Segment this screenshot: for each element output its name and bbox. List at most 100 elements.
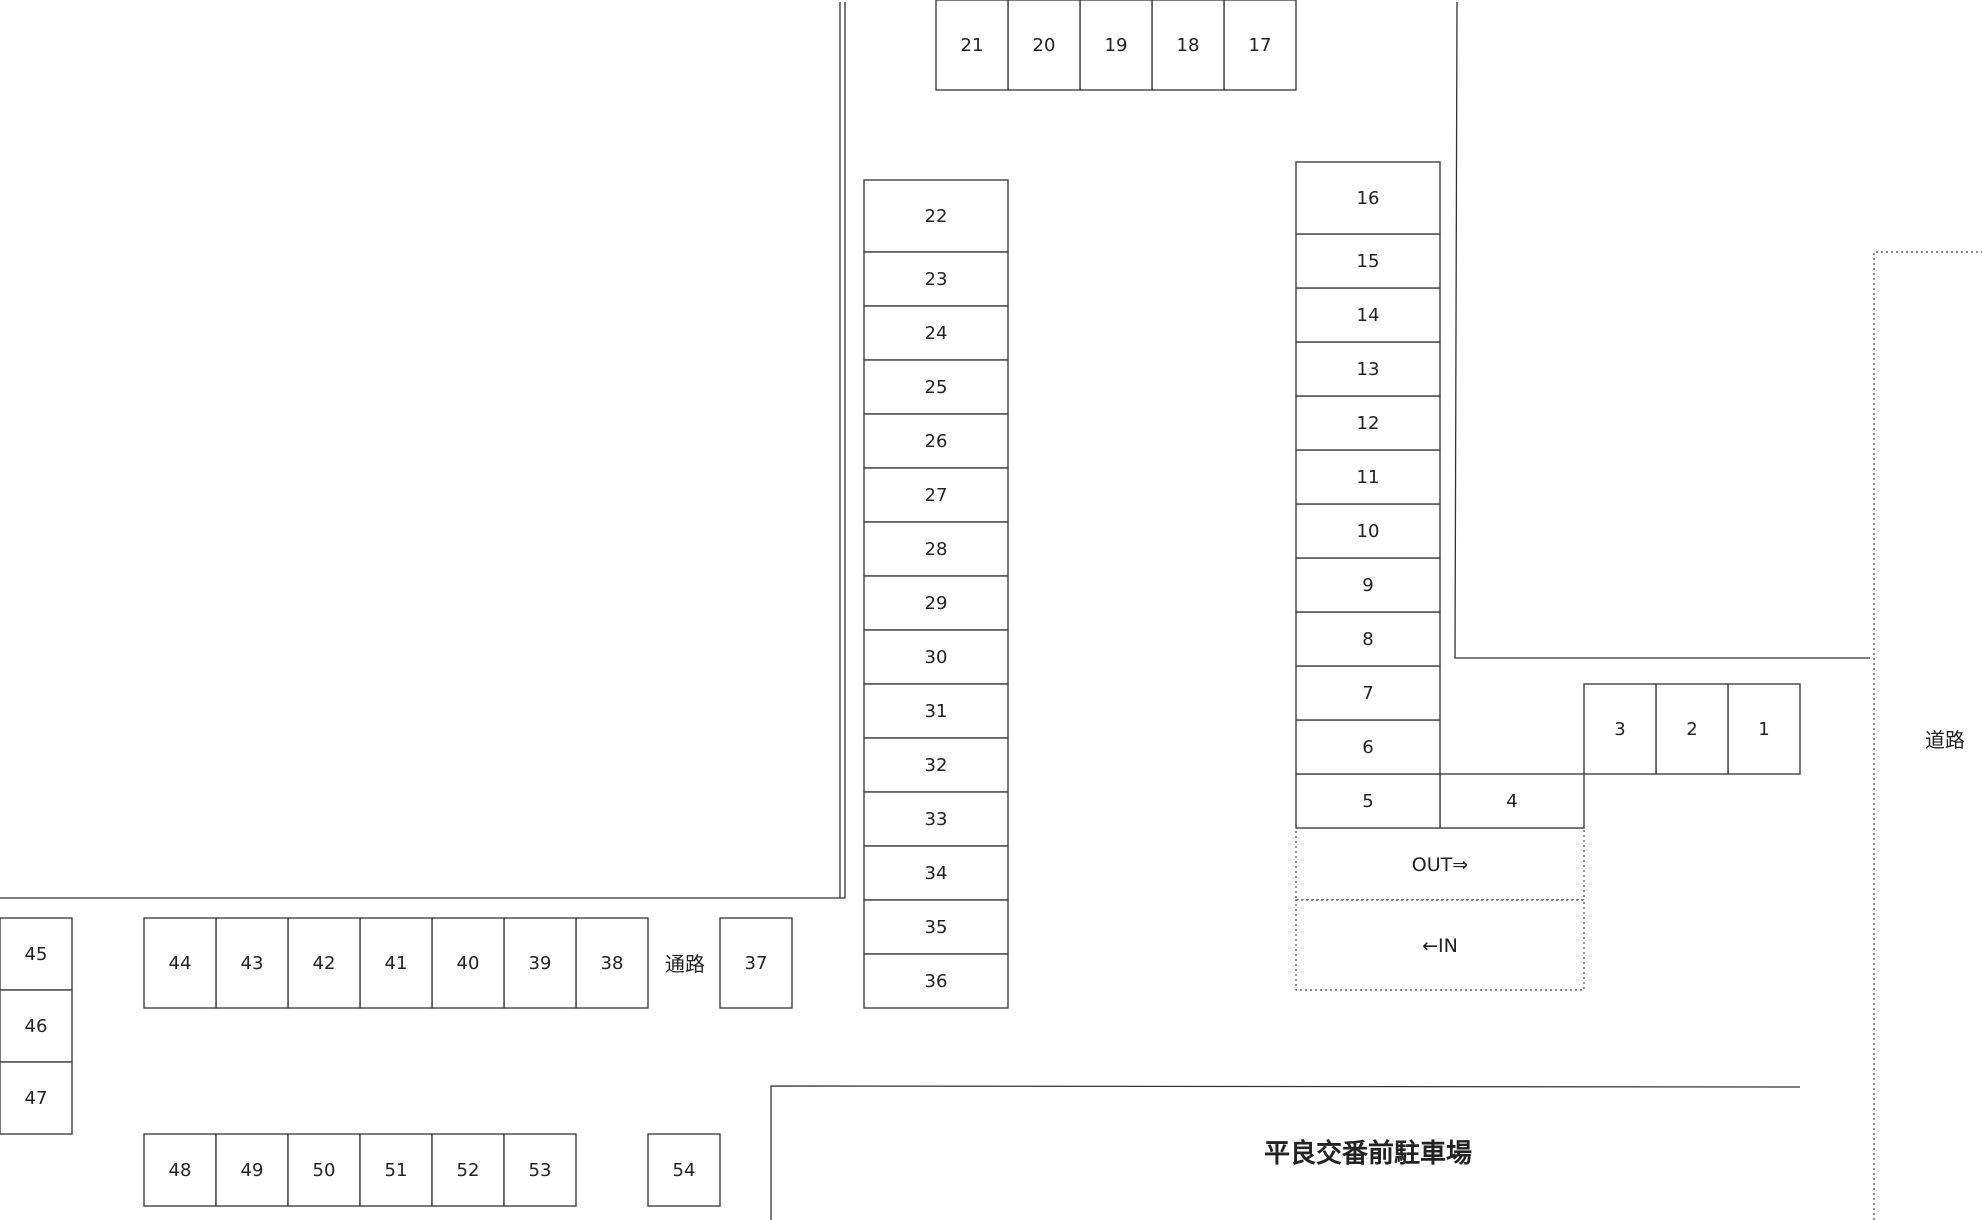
parking-stall-46: 46: [0, 989, 73, 1063]
stall-number: 38: [601, 953, 624, 974]
parking-stall-42: 42: [287, 917, 361, 1009]
parking-stall-7: 7: [1295, 665, 1441, 721]
parking-stall-37: 37: [719, 917, 793, 1009]
stall-number: 5: [1362, 791, 1373, 812]
stall-number: 37: [745, 953, 768, 974]
parking-stall-1: 1: [1727, 683, 1801, 775]
stall-number: 9: [1362, 575, 1373, 596]
parking-stall-23: 23: [863, 251, 1009, 307]
road-edge: [1873, 251, 1982, 1220]
stall-number: 29: [925, 593, 948, 614]
stall-number: 6: [1362, 737, 1373, 758]
stall-number: 8: [1362, 629, 1373, 650]
stall-number: 52: [457, 1160, 480, 1181]
stall-number: 35: [925, 917, 948, 938]
aisle-label: 通路: [665, 952, 705, 976]
stall-number: 13: [1357, 359, 1380, 380]
stall-number: 3: [1614, 719, 1625, 740]
stall-number: 54: [673, 1160, 696, 1181]
stall-number: 47: [25, 1088, 48, 1109]
parking-stall-21: 21: [935, 0, 1009, 91]
stall-number: 21: [961, 35, 984, 56]
stall-number: 40: [457, 953, 480, 974]
entrance-lane: ←IN: [1295, 899, 1585, 991]
parking-stall-49: 49: [215, 1133, 289, 1207]
parking-stall-6: 6: [1295, 719, 1441, 775]
stall-number: 1: [1758, 719, 1769, 740]
parking-stall-34: 34: [863, 845, 1009, 901]
parking-stall-11: 11: [1295, 449, 1441, 505]
parking-stall-47: 47: [0, 1061, 73, 1135]
lot-title: 平良交番前駐車場: [1264, 1138, 1472, 1169]
stall-number: 50: [313, 1160, 336, 1181]
parking-stall-30: 30: [863, 629, 1009, 685]
parking-stall-35: 35: [863, 899, 1009, 955]
stall-number: 15: [1357, 251, 1380, 272]
parking-stall-25: 25: [863, 359, 1009, 415]
stall-number: 11: [1357, 467, 1380, 488]
parking-stall-39: 39: [503, 917, 577, 1009]
stall-number: 30: [925, 647, 948, 668]
stall-number: 34: [925, 863, 948, 884]
stall-number: 4: [1506, 791, 1517, 812]
parking-stall-53: 53: [503, 1133, 577, 1207]
parking-stall-2: 2: [1655, 683, 1729, 775]
stall-number: 39: [529, 953, 552, 974]
parking-stall-10: 10: [1295, 503, 1441, 559]
stall-number: 14: [1357, 305, 1380, 326]
parking-stall-18: 18: [1151, 0, 1225, 91]
bottom-block-boundary: [770, 1085, 1801, 1220]
parking-stalls: 1234567891011121314151617181920212223242…: [0, 0, 1801, 1207]
stall-number: 23: [925, 269, 948, 290]
parking-stall-17: 17: [1223, 0, 1297, 91]
stall-number: 42: [313, 953, 336, 974]
parking-stall-8: 8: [1295, 611, 1441, 667]
right-block-boundary: [1454, 1, 1870, 659]
stall-number: 26: [925, 431, 948, 452]
parking-stall-5: 5: [1295, 773, 1441, 829]
entrance-label: ←IN: [1422, 935, 1458, 957]
stall-number: 12: [1357, 413, 1380, 434]
parking-stall-27: 27: [863, 467, 1009, 523]
parking-stall-19: 19: [1079, 0, 1153, 91]
stall-number: 28: [925, 539, 948, 560]
exit-lane: OUT⇒: [1295, 827, 1585, 901]
parking-stall-48: 48: [143, 1133, 217, 1207]
parking-stall-22: 22: [863, 179, 1009, 253]
parking-stall-43: 43: [215, 917, 289, 1009]
parking-stall-12: 12: [1295, 395, 1441, 451]
stall-number: 45: [25, 944, 48, 965]
parking-stall-4: 4: [1439, 773, 1585, 829]
left-block-boundary: [0, 2, 846, 899]
parking-stall-28: 28: [863, 521, 1009, 577]
stall-number: 7: [1362, 683, 1373, 704]
stall-number: 20: [1033, 35, 1056, 56]
stall-number: 17: [1249, 35, 1272, 56]
parking-stall-32: 32: [863, 737, 1009, 793]
stall-number: 19: [1105, 35, 1128, 56]
entrance-exit-lanes: OUT⇒ ←IN: [1295, 827, 1585, 991]
stall-number: 48: [169, 1160, 192, 1181]
parking-stall-33: 33: [863, 791, 1009, 847]
stall-number: 22: [925, 206, 948, 227]
exit-label: OUT⇒: [1412, 854, 1468, 876]
stall-number: 33: [925, 809, 948, 830]
stall-number: 36: [925, 971, 948, 992]
parking-stall-41: 41: [359, 917, 433, 1009]
stall-number: 10: [1357, 521, 1380, 542]
parking-stall-38: 38: [575, 917, 649, 1009]
parking-stall-3: 3: [1583, 683, 1657, 775]
parking-stall-52: 52: [431, 1133, 505, 1207]
parking-stall-9: 9: [1295, 557, 1441, 613]
parking-stall-20: 20: [1007, 0, 1081, 91]
parking-stall-29: 29: [863, 575, 1009, 631]
stall-number: 24: [925, 323, 948, 344]
parking-stall-13: 13: [1295, 341, 1441, 397]
stall-number: 46: [25, 1016, 48, 1037]
stall-number: 51: [385, 1160, 408, 1181]
road-label: 道路: [1925, 728, 1965, 752]
parking-stall-14: 14: [1295, 287, 1441, 343]
stall-number: 18: [1177, 35, 1200, 56]
parking-stall-16: 16: [1295, 161, 1441, 235]
